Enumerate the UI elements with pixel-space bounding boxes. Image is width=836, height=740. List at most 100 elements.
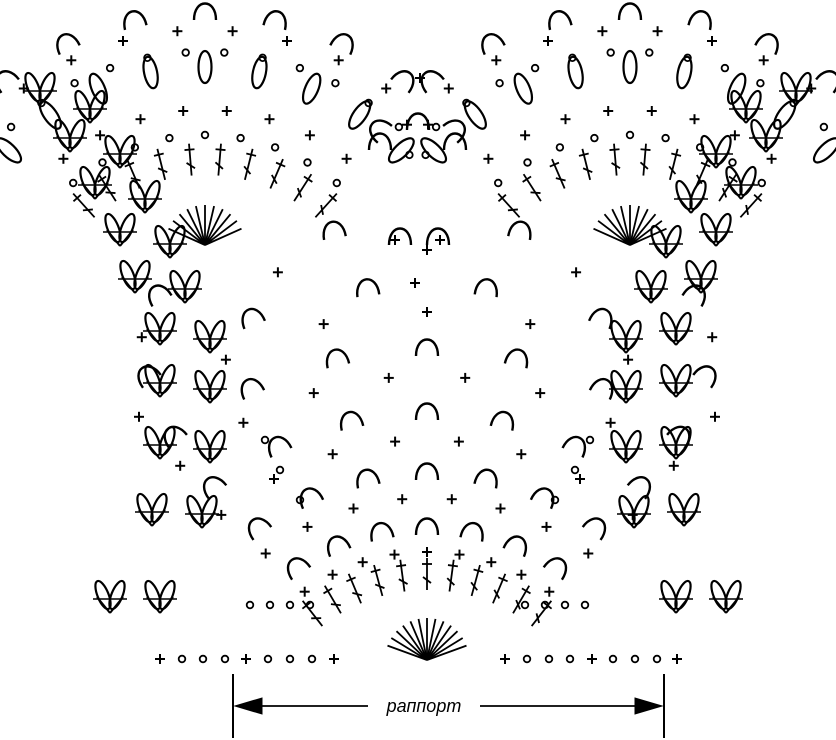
chain-stitch-symbol (332, 80, 339, 87)
sc-stitch-symbol (269, 474, 279, 484)
chain-stitch-symbol (532, 65, 539, 72)
sc-stitch-symbol (486, 557, 496, 567)
diagram-motifs (0, 4, 836, 665)
dc-stitch-symbol (184, 143, 197, 176)
leaf-symbol (250, 55, 269, 89)
leaf-symbol (418, 135, 450, 167)
rapport-arrow-left-icon (235, 698, 262, 714)
sc-stitch-symbol (525, 319, 535, 329)
leaf-symbol (724, 71, 748, 106)
sc-stitch-symbol (767, 154, 777, 164)
cluster-symbol (102, 212, 137, 246)
chain-stitch-symbol (607, 49, 614, 56)
leaf-symbol (299, 71, 323, 106)
chain-stitch-symbol (627, 132, 634, 139)
chain-stitch-symbol (587, 437, 594, 444)
chain-stitch-symbol (557, 144, 564, 151)
sc-stitch-symbol (491, 55, 501, 65)
cluster-symbol (92, 579, 127, 613)
chain-stitch-symbol (107, 65, 114, 72)
cluster-symbol (192, 369, 227, 403)
sc-stitch-symbol (172, 26, 182, 36)
chain-arch-symbol (583, 514, 610, 540)
sc-stitch-symbol (623, 355, 633, 365)
chain-arch-symbol (369, 134, 391, 151)
sc-stitch-symbol (118, 36, 128, 46)
leaf-symbol (86, 71, 110, 106)
chain-stitch-symbol (524, 159, 531, 166)
dc-stitch-symbol (547, 157, 569, 190)
leaf-symbol (36, 98, 65, 132)
chain-stitch-symbol (821, 124, 828, 131)
sc-stitch-symbol (265, 114, 275, 124)
sc-stitch-symbol (710, 412, 720, 422)
chain-stitch-symbol (297, 65, 304, 72)
chain-arch-symbol (330, 30, 357, 54)
chain-stitch-symbol (179, 656, 186, 663)
cluster-symbol (658, 579, 693, 613)
sc-stitch-symbol (397, 494, 407, 504)
chain-stitch-symbol (610, 656, 617, 663)
chain-stitch-symbol (8, 124, 15, 131)
cluster-symbol (142, 363, 177, 397)
sc-stitch-symbol (303, 522, 313, 532)
chain-stitch-symbol (572, 467, 579, 474)
sc-stitch-symbol (544, 587, 554, 597)
leaf-symbol (675, 55, 694, 89)
chain-arch-symbol (563, 433, 590, 457)
chain-stitch-symbol (522, 602, 529, 609)
chain-stitch-symbol (662, 135, 669, 142)
chain-stitch-symbol (524, 656, 531, 663)
cluster-symbol (708, 579, 743, 613)
leaf-symbol (0, 135, 25, 167)
chain-stitch-symbol (495, 180, 502, 187)
sc-stitch-symbol (422, 307, 432, 317)
sc-stitch-symbol (575, 474, 585, 484)
sc-stitch-symbol (309, 388, 319, 398)
chain-arch-symbol (688, 9, 713, 30)
sc-stitch-symbol (597, 26, 607, 36)
dc-stitch-symbol (519, 171, 545, 203)
sc-stitch-symbol (329, 654, 339, 664)
dc-stitch-symbol (290, 171, 316, 203)
chain-stitch-symbol (166, 135, 173, 142)
chain-stitch-symbol (496, 80, 503, 87)
sc-stitch-symbol (672, 654, 682, 664)
cluster-symbol (192, 319, 227, 353)
chain-arch-symbol (283, 554, 310, 580)
dc-stitch-symbol (467, 564, 485, 598)
rapport-arrow-right-icon (635, 698, 662, 714)
chain-arch-symbol (338, 410, 363, 431)
cluster-symbol (52, 118, 87, 152)
chain-arch-symbol (544, 554, 571, 580)
sc-stitch-symbol (241, 654, 251, 664)
sc-stitch-symbol (647, 106, 657, 116)
cluster-symbol (167, 269, 202, 303)
chain-arch-symbol (0, 66, 19, 92)
leaf-symbol (199, 51, 212, 83)
sc-stitch-symbol (583, 549, 593, 559)
cluster-symbol (72, 89, 107, 123)
chain-stitch-symbol (237, 135, 244, 142)
chain-stitch-symbol (396, 124, 403, 131)
chain-stitch-symbol (265, 656, 272, 663)
sc-stitch-symbol (136, 114, 146, 124)
sc-stitch-symbol (422, 245, 432, 255)
sc-stitch-symbol (587, 654, 597, 664)
sc-stitch-symbol (137, 332, 147, 342)
cluster-symbol (633, 269, 668, 303)
leaf-symbol (141, 55, 160, 89)
sc-stitch-symbol (447, 494, 457, 504)
chain-arch-symbol (682, 281, 709, 306)
sc-stitch-symbol (300, 587, 310, 597)
sc-stitch-symbol (349, 504, 359, 514)
chain-stitch-symbol (200, 656, 207, 663)
sc-stitch-symbol (759, 55, 769, 65)
dc-stitch-symbol (488, 572, 510, 605)
chain-arch-symbol (194, 4, 216, 21)
cluster-symbol (608, 369, 643, 403)
sc-stitch-symbol (342, 154, 352, 164)
chain-arch-symbol (355, 468, 380, 489)
chain-arch-symbol (237, 375, 264, 399)
